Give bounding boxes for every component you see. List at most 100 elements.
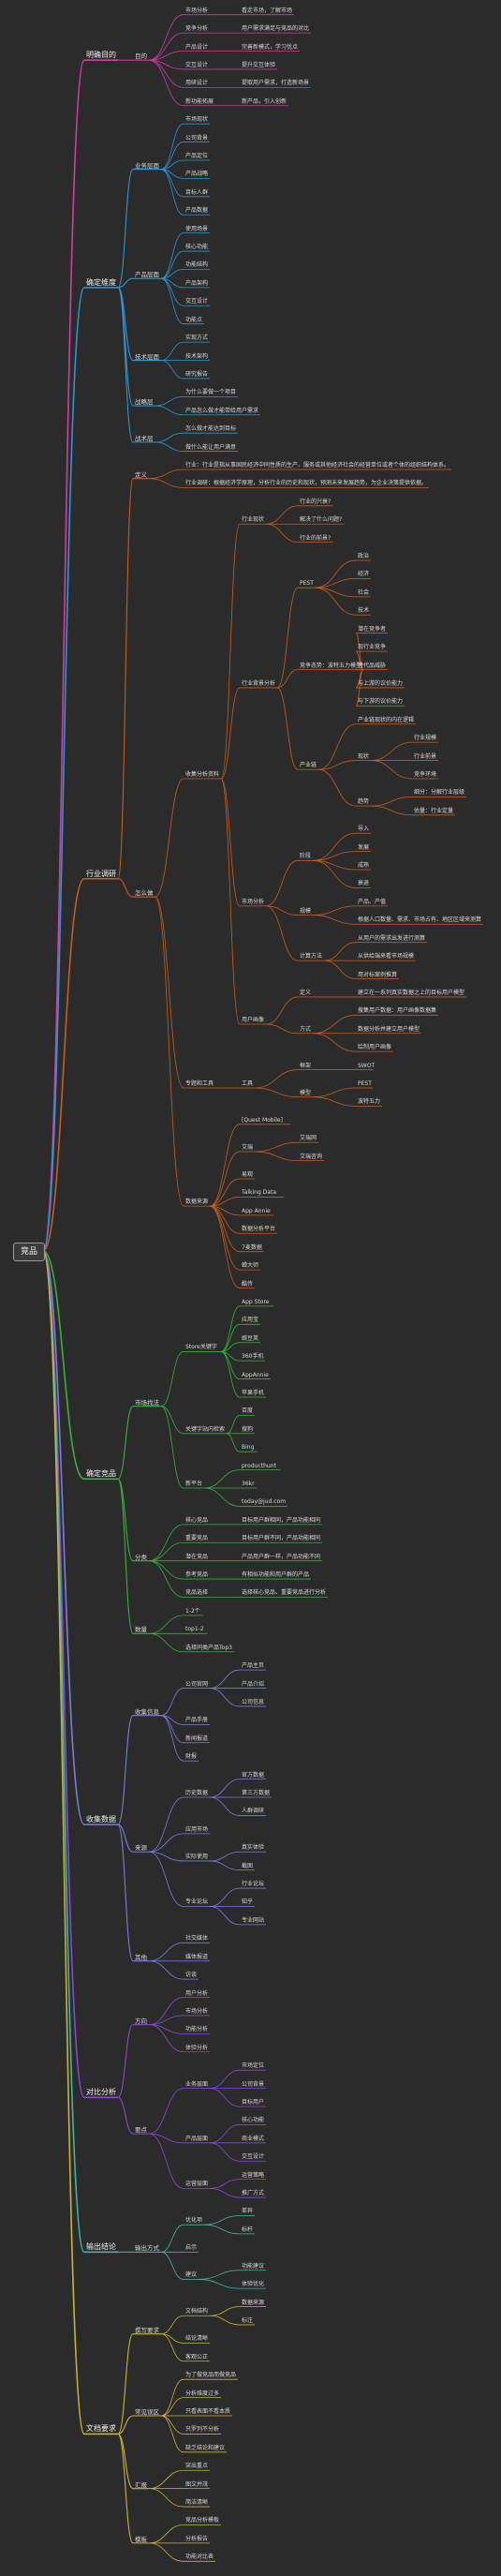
- mindmap-node[interactable]: 目的: [135, 52, 147, 61]
- root-node[interactable]: 竞品: [13, 1243, 45, 1261]
- mindmap-node[interactable]: 分类: [135, 1553, 147, 1561]
- mindmap-node[interactable]: 易观: [242, 1171, 254, 1179]
- mindmap-node[interactable]: 交互设计: [185, 61, 209, 68]
- mindmap-node[interactable]: 360手机: [242, 1353, 264, 1361]
- mindmap-node[interactable]: 7麦数据: [242, 1243, 262, 1251]
- mindmap-node[interactable]: 公司背景: [242, 2080, 265, 2088]
- mindmap-node[interactable]: 图文并茂: [185, 2480, 209, 2488]
- branch-node[interactable]: 确定维度: [86, 277, 116, 287]
- mindmap-node[interactable]: 运营策略: [242, 2171, 265, 2179]
- mindmap-node[interactable]: 知乎: [242, 1898, 254, 1906]
- mindmap-node[interactable]: 产品层面: [185, 2135, 209, 2142]
- branch-node[interactable]: 收集数据: [86, 1815, 116, 1824]
- mindmap-node[interactable]: 完善新模式，学习优点: [242, 43, 299, 51]
- mindmap-node[interactable]: 目标用户群相同，产品功能相同: [242, 1516, 321, 1524]
- mindmap-node[interactable]: 搜狗: [242, 1425, 254, 1433]
- mindmap-node[interactable]: 做什么能让用户满意: [185, 443, 237, 451]
- mindmap-node[interactable]: 技术架构: [185, 352, 209, 360]
- mindmap-node[interactable]: 交互设计: [185, 298, 209, 305]
- mindmap-node[interactable]: 公司官网: [185, 1680, 209, 1688]
- mindmap-node[interactable]: 解决了什么问题?: [300, 516, 343, 524]
- mindmap-node[interactable]: 实现方式: [185, 335, 209, 342]
- mindmap-node[interactable]: 使用场景: [185, 225, 209, 232]
- mindmap-node[interactable]: 市场定位: [242, 2062, 265, 2070]
- mindmap-node[interactable]: 计算方法: [300, 953, 323, 960]
- mindmap-node[interactable]: 专业网站: [242, 1916, 265, 1924]
- mindmap-node[interactable]: 核心竞品: [185, 1516, 209, 1524]
- mindmap-node[interactable]: 竞争态势：波特五力模型: [300, 662, 362, 669]
- mindmap-node[interactable]: 苹果手机: [242, 1389, 265, 1396]
- mindmap-node[interactable]: 功能对比表: [185, 2554, 214, 2561]
- mindmap-node[interactable]: 与下游的议价能力: [358, 698, 404, 706]
- mindmap-node[interactable]: 常见误区: [135, 2408, 159, 2416]
- mindmap-node[interactable]: 社交媒体: [185, 1935, 209, 1943]
- mindmap-node[interactable]: AppAnnie: [242, 1371, 269, 1378]
- mindmap-node[interactable]: 行业前景: [414, 752, 437, 760]
- mindmap-node[interactable]: PEST: [358, 1080, 372, 1087]
- mindmap-node[interactable]: 标注: [242, 2316, 254, 2324]
- mindmap-node[interactable]: 衰退: [358, 880, 370, 887]
- mindmap-node[interactable]: 行业背景分析: [242, 679, 276, 687]
- mindmap-node[interactable]: 其他: [135, 1953, 147, 1961]
- mindmap-node[interactable]: 推广方式: [242, 2190, 265, 2197]
- mindmap-node[interactable]: 战略层: [135, 398, 154, 407]
- mindmap-node[interactable]: 新产品，引入创新: [242, 97, 287, 105]
- mindmap-node[interactable]: 市场分析: [185, 7, 209, 14]
- mindmap-node[interactable]: 看走市场，了解市场: [242, 7, 293, 14]
- mindmap-node[interactable]: 36kr: [242, 1481, 255, 1488]
- mindmap-node[interactable]: 官方数据: [242, 1771, 265, 1779]
- mindmap-node[interactable]: 参考竞品: [185, 1571, 209, 1579]
- mindmap-node[interactable]: 选择同类产品Top3: [185, 1644, 232, 1651]
- mindmap-node[interactable]: 与上游的议价能力: [358, 679, 404, 687]
- mindmap-node[interactable]: top1-2: [185, 1626, 204, 1633]
- mindmap-node[interactable]: 潜在竞品: [185, 1553, 209, 1560]
- mindmap-node[interactable]: 豌豆荚: [242, 1334, 259, 1342]
- mindmap-node[interactable]: 核心功能: [242, 2117, 265, 2124]
- mindmap-node[interactable]: 标杆: [242, 2226, 254, 2233]
- mindmap-node[interactable]: 体验分析: [185, 2044, 209, 2051]
- mindmap-node[interactable]: 竞争分析: [185, 25, 209, 33]
- mindmap-node[interactable]: 应用宝: [242, 1317, 259, 1324]
- mindmap-node[interactable]: 只罗列不分析: [185, 2426, 220, 2434]
- mindmap-node[interactable]: 财报: [185, 1753, 198, 1761]
- mindmap-node[interactable]: Bing: [242, 1444, 255, 1452]
- mindmap-node[interactable]: 技术: [358, 607, 370, 615]
- mindmap-node[interactable]: 产业链: [300, 762, 317, 769]
- mindmap-node[interactable]: 分析维度过多: [185, 2390, 220, 2397]
- mindmap-node[interactable]: 重要竞品: [185, 1535, 209, 1542]
- mindmap-node[interactable]: 用对标案例推算: [358, 971, 398, 978]
- mindmap-node[interactable]: 产品手册: [185, 1717, 209, 1724]
- mindmap-node[interactable]: 定义: [135, 470, 147, 479]
- mindmap-node[interactable]: 客观公正: [185, 2353, 209, 2360]
- mindmap-node[interactable]: 收集信息: [135, 1707, 159, 1716]
- mindmap-node[interactable]: 关键字站内检索: [185, 1425, 226, 1433]
- mindmap-node[interactable]: 工具: [242, 1080, 254, 1087]
- mindmap-node[interactable]: 导入: [358, 826, 370, 833]
- branch-node[interactable]: 行业调研: [86, 869, 116, 878]
- mindmap-node[interactable]: 研究报告: [185, 370, 209, 378]
- mindmap-node[interactable]: 产品设计: [185, 43, 209, 51]
- mindmap-node[interactable]: 行业：行业是指从事国民经济中同性质的生产、服务或其他经济社会的经营单位或者个体的…: [185, 461, 450, 469]
- mindmap-node[interactable]: 为了做竞品而做竞品: [185, 2372, 237, 2379]
- mindmap-node[interactable]: 公司背景: [185, 134, 209, 141]
- mindmap-node[interactable]: 产品介绍: [242, 1680, 265, 1688]
- mindmap-node[interactable]: 阶段: [300, 853, 312, 860]
- mindmap-node[interactable]: 差异: [242, 2208, 254, 2215]
- mindmap-node[interactable]: 功能分析: [185, 2026, 209, 2033]
- mindmap-node[interactable]: 真实体验: [242, 1844, 265, 1852]
- mindmap-node[interactable]: 新平台: [185, 1481, 203, 1488]
- mindmap-node[interactable]: 新闻报道: [185, 1735, 209, 1742]
- mindmap-node[interactable]: [Quest Mobile]: [242, 1116, 283, 1124]
- mindmap-node[interactable]: 市场找法: [135, 1398, 159, 1407]
- mindmap-node[interactable]: 细分：分解行业层级: [414, 789, 465, 797]
- mindmap-node[interactable]: PEST: [300, 580, 314, 588]
- mindmap-node[interactable]: 第三方数据: [242, 1790, 271, 1797]
- mindmap-node[interactable]: 收集分析资料: [185, 770, 220, 778]
- mindmap-node[interactable]: 用户画像: [242, 1017, 265, 1024]
- mindmap-node[interactable]: 从用户的需求出发进行测算: [358, 934, 426, 942]
- mindmap-node[interactable]: 方式: [300, 1025, 312, 1033]
- mindmap-node[interactable]: 简洁清晰: [185, 2499, 209, 2507]
- mindmap-node[interactable]: SWOT: [358, 1062, 376, 1069]
- mindmap-node[interactable]: 酷传: [242, 1280, 254, 1288]
- mindmap-node[interactable]: 选择核心竞品、重要竞品进行分析: [242, 1589, 327, 1597]
